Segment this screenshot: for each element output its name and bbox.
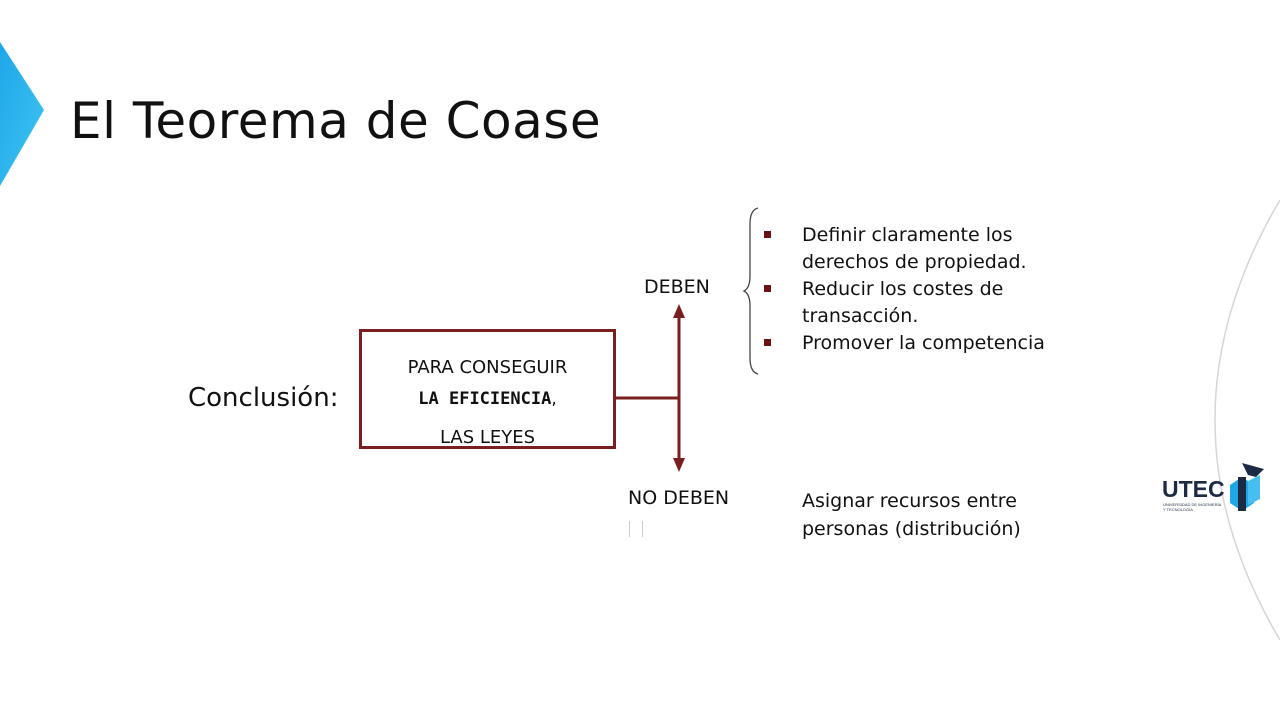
arrow-up-head <box>673 304 685 318</box>
utec-logo-mark-dark <box>1242 463 1264 477</box>
deben-label: DEBEN <box>644 276 710 298</box>
decorative-arc <box>1214 200 1280 640</box>
no-deben-text-line-2: personas (distribución) <box>802 518 1021 540</box>
conclusion-label: Conclusión: <box>188 383 339 413</box>
box-line-1: PARA CONSEGUIR <box>407 357 568 378</box>
no-deben-text-line-1: Asignar recursos entre <box>802 490 1017 512</box>
list-item: Reducir los costes de transacción. <box>760 276 1090 330</box>
no-deben-text: Asignar recursos entre personas (distrib… <box>802 487 1092 543</box>
list-item: Promover la competencia <box>760 330 1090 357</box>
utec-logo-mark-blue-2 <box>1248 475 1260 505</box>
utec-logo-subtitle-2: Y TECNOLOGÍA <box>1163 507 1193 512</box>
box-line-2: LA EFICIENCIA, <box>362 389 613 409</box>
slide-title: El Teorema de Coase <box>70 92 602 150</box>
utec-logo: UTEC UNIVERSIDAD DE INGENIERÍA Y TECNOLO… <box>1140 455 1280 545</box>
utec-logo-wordmark: UTEC <box>1162 476 1225 502</box>
curly-brace <box>742 207 759 375</box>
decorative-chevron-shape <box>0 42 44 186</box>
utec-logo-graphic: UTEC UNIVERSIDAD DE INGENIERÍA Y TECNOLO… <box>1162 463 1264 512</box>
faint-mark <box>629 521 643 537</box>
utec-logo-mark-bar <box>1238 477 1246 511</box>
arrow-down-head <box>673 458 685 472</box>
law-box: PARA CONSEGUIR LA EFICIENCIA, LAS LEYES <box>359 329 616 449</box>
deben-bullet-list: Definir claramente los derechos de propi… <box>760 222 1090 357</box>
list-item: Definir claramente los derechos de propi… <box>760 222 1090 276</box>
box-line-2-bold: LA EFICIENCIA <box>418 389 552 409</box>
utec-logo-subtitle-1: UNIVERSIDAD DE INGENIERÍA <box>1163 502 1222 507</box>
no-deben-label: NO DEBEN <box>628 487 730 509</box>
box-line-2-rest: , <box>551 389 557 409</box>
box-line-3: LAS LEYES <box>439 427 536 448</box>
